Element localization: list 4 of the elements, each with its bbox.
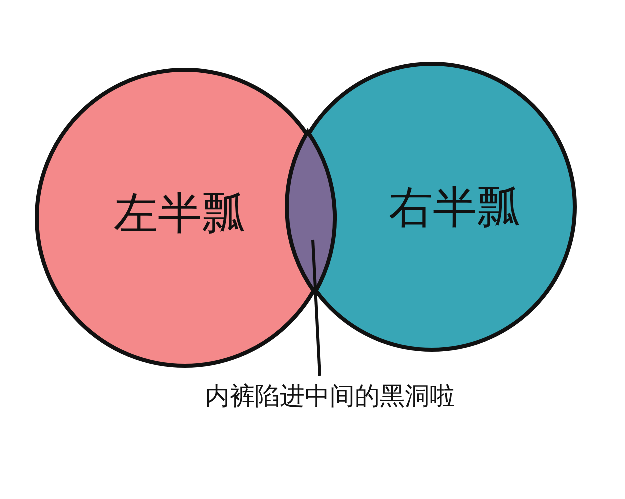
circle-label: 右半瓢 xyxy=(389,182,521,236)
callout-text: 内裤陷进中间的黑洞啦 xyxy=(205,380,455,412)
leader-line xyxy=(312,240,322,376)
circle-label: 左半瓢 xyxy=(114,188,246,242)
